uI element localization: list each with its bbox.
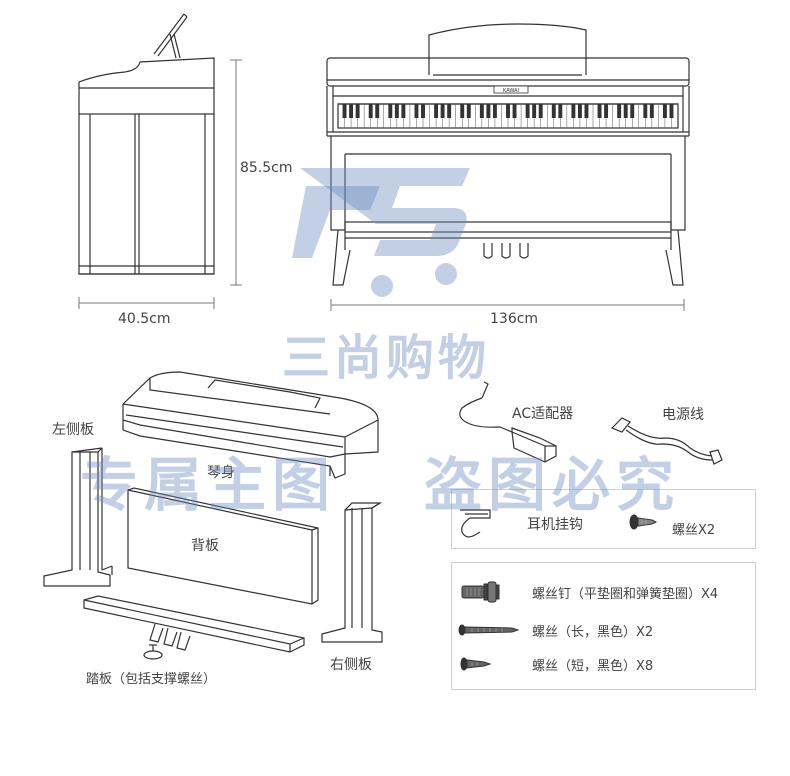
pedal-label: 踏板（包括支撑螺丝） [86, 672, 217, 687]
short-screw-drawing [460, 657, 492, 671]
black-key [466, 104, 471, 118]
body-label: 琴身 [207, 465, 235, 481]
screw-nail-x4-label: 螺丝钉（平垫圈和弹簧垫圈）X4 [532, 587, 719, 602]
width-label: 136cm [490, 311, 539, 327]
black-key [617, 104, 622, 118]
black-key [401, 104, 406, 118]
brand-plate [493, 85, 529, 94]
black-key [623, 104, 628, 118]
height-dimension [230, 59, 242, 286]
black-key [512, 104, 517, 118]
black-key [440, 104, 445, 118]
black-key [604, 104, 609, 118]
screw-x2-label: 螺丝X2 [672, 523, 716, 538]
black-key [447, 104, 452, 118]
left-panel-label: 左侧板 [52, 422, 94, 438]
black-key [551, 104, 556, 118]
hook-screw-drawing [629, 514, 658, 530]
black-key [479, 104, 484, 118]
right-panel-label: 右侧板 [330, 657, 372, 673]
black-key [355, 104, 360, 118]
left-panel-drawing [43, 447, 113, 587]
depth-dimension [78, 297, 215, 309]
black-key [434, 104, 439, 118]
watermark-shop-name: 三尚购物 [282, 330, 491, 386]
screw-long-x2-label: 螺丝（长，黑色）X2 [532, 625, 654, 640]
black-key [662, 104, 667, 118]
black-key [486, 104, 491, 118]
black-key [394, 104, 399, 118]
black-key [532, 104, 537, 118]
headphone-hook-label: 耳机挂钩 [527, 517, 583, 533]
screw-threads [466, 519, 647, 666]
parts-box-screws [451, 562, 756, 690]
black-key [538, 104, 543, 118]
watermark-no-theft: 盗图必究 [424, 451, 681, 519]
black-key [584, 104, 589, 118]
back-panel-label: 背板 [191, 538, 219, 554]
black-key [597, 104, 602, 118]
back-panel-drawing [127, 487, 319, 605]
screw-nail-drawing [461, 581, 500, 603]
black-key [368, 104, 373, 118]
black-key [577, 104, 582, 118]
width-dimension [330, 299, 685, 311]
ac-adapter-drawing [459, 381, 557, 463]
black-key [649, 104, 654, 118]
black-key [349, 104, 354, 118]
black-key [558, 104, 563, 118]
black-key [421, 104, 425, 118]
ac-adapter-label: AC适配器 [512, 406, 574, 422]
black-key [414, 104, 419, 118]
right-panel-drawing [321, 502, 383, 643]
black-key [525, 104, 530, 118]
pedal-board-drawing [83, 595, 305, 660]
black-key [506, 104, 510, 118]
parts-box-hook [451, 489, 756, 549]
black-key [460, 104, 465, 118]
height-label: 85.5cm [240, 160, 293, 176]
front-view-drawing [326, 23, 690, 286]
piano-body-drawing [122, 371, 379, 479]
power-cord-drawing [610, 417, 723, 465]
watermark-exclusive: 专属主图 [80, 451, 337, 519]
black-key [571, 104, 576, 118]
depth-label: 40.5cm [118, 311, 171, 327]
screw-short-x8-label: 螺丝（短，黑色）X8 [532, 659, 654, 674]
black-key [342, 104, 347, 118]
black-key [669, 104, 674, 118]
black-key [492, 104, 497, 118]
black-key [375, 104, 380, 118]
black-key [388, 104, 393, 118]
black-key [643, 104, 648, 118]
brand-text: KAWAI [503, 88, 519, 94]
black-key [630, 104, 635, 118]
headphone-hook-drawing [460, 509, 491, 538]
side-view-drawing [78, 13, 215, 275]
power-cord-label: 电源线 [662, 407, 704, 423]
